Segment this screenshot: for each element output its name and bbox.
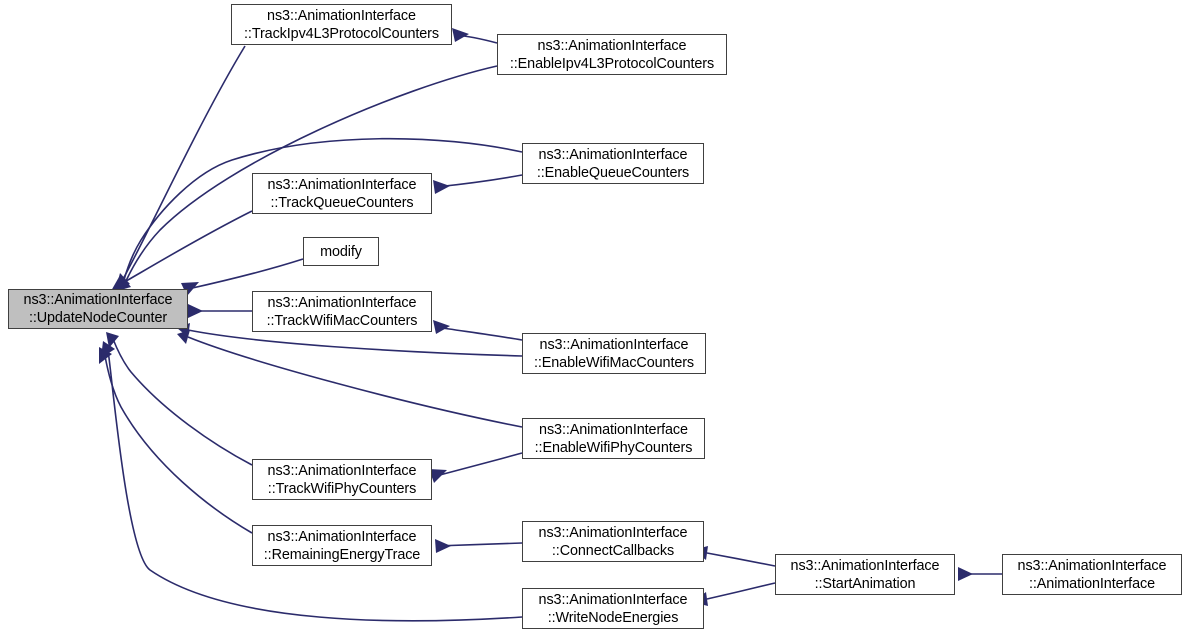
node-label-line2: ::EnableIpv4L3ProtocolCounters	[509, 55, 715, 72]
node-label-line1: ns3::AnimationInterface	[267, 528, 417, 545]
edge-trackqueue-to-update	[111, 210, 253, 291]
edge-enableipv4l3-to-trackipv4l3	[452, 28, 498, 44]
node-label-line1: ns3::AnimationInterface	[790, 557, 940, 574]
edge-startanimation-to-writenodeenergies	[692, 582, 776, 606]
node-animation-interface-ctor[interactable]: ns3::AnimationInterface ::AnimationInter…	[1002, 554, 1182, 595]
node-label-line1: ns3::AnimationInterface	[267, 7, 416, 24]
edge-connectcallbacks-to-remainingenergy	[435, 539, 523, 553]
node-track-queuecounters[interactable]: ns3::AnimationInterface ::TrackQueueCoun…	[252, 173, 432, 214]
node-track-ipv4l3protocolcounters[interactable]: ns3::AnimationInterface ::TrackIpv4L3Pro…	[231, 4, 452, 45]
node-label-line1: ns3::AnimationInterface	[538, 524, 688, 541]
node-enable-queuecounters[interactable]: ns3::AnimationInterface ::EnableQueueCou…	[522, 143, 704, 184]
node-label-line2: ::StartAnimation	[814, 575, 916, 592]
node-label-line1: ns3::AnimationInterface	[267, 462, 417, 479]
edge-startanimation-to-connectcallbacks	[693, 546, 776, 567]
node-label-line2: ::TrackWifiPhyCounters	[267, 480, 417, 497]
node-label-line1: modify	[320, 243, 362, 260]
node-remaining-energytrace[interactable]: ns3::AnimationInterface ::RemainingEnerg…	[252, 525, 432, 566]
node-enable-wifimaccounters[interactable]: ns3::AnimationInterface ::EnableWifiMacC…	[522, 333, 706, 374]
node-label-line2: ::EnableQueueCounters	[536, 164, 690, 181]
node-connect-callbacks[interactable]: ns3::AnimationInterface ::ConnectCallbac…	[522, 521, 704, 562]
edge-enablewifimac-to-trackwifimac	[433, 320, 523, 341]
node-label-line2: ::TrackQueueCounters	[270, 194, 414, 211]
node-label-line1: ns3::AnimationInterface	[539, 421, 688, 438]
node-label-line2: ::TrackWifiMacCounters	[266, 312, 418, 329]
node-label-line2: ::EnableWifiMacCounters	[533, 354, 695, 371]
node-label-line1: ns3::AnimationInterface	[537, 37, 687, 54]
edge-writenodeenergies-to-update	[101, 341, 523, 622]
node-start-animation[interactable]: ns3::AnimationInterface ::StartAnimation	[775, 554, 955, 595]
node-label-line1: ns3::AnimationInterface	[267, 294, 417, 311]
edge-enablewifiphy-to-update	[177, 330, 523, 428]
node-track-wifimaccounters[interactable]: ns3::AnimationInterface ::TrackWifiMacCo…	[252, 291, 432, 332]
edge-trackwifiphy-to-update	[106, 332, 253, 466]
node-label-line2: ::TrackIpv4L3ProtocolCounters	[244, 25, 439, 42]
node-enable-ipv4l3protocolcounters[interactable]: ns3::AnimationInterface ::EnableIpv4L3Pr…	[497, 34, 727, 75]
node-label-line1: ns3::AnimationInterface	[538, 591, 688, 608]
node-label-line1: ns3::AnimationInterface	[539, 336, 689, 353]
node-label-line1: ns3::AnimationInterface	[267, 176, 417, 193]
node-label-line1: ns3::AnimationInterface	[538, 146, 688, 163]
node-label-line1: ns3::AnimationInterface	[23, 292, 173, 308]
node-modify[interactable]: modify	[303, 237, 379, 266]
node-label-line2: ::ConnectCallbacks	[551, 542, 675, 559]
edge-animationinterface-to-startanimation	[958, 567, 1002, 581]
node-enable-wifiphycounters[interactable]: ns3::AnimationInterface ::EnableWifiPhyC…	[522, 418, 705, 459]
node-label-line2: ::RemainingEnergyTrace	[263, 546, 421, 563]
edge-enablewifiphy-to-trackwifiphy	[429, 452, 523, 483]
node-label-line2: ::AnimationInterface	[1029, 575, 1155, 592]
node-label-line2: ::WriteNodeEnergies	[547, 609, 679, 626]
node-label-line2: ::UpdateNodeCounter	[28, 310, 168, 326]
edge-trackwifimac-to-update	[188, 304, 252, 318]
edge-remainingenergy-to-update	[99, 347, 253, 534]
node-label-line1: ns3::AnimationInterface	[1017, 557, 1167, 574]
node-track-wifiphycounters[interactable]: ns3::AnimationInterface ::TrackWifiPhyCo…	[252, 459, 432, 500]
node-update-node-counter[interactable]: ns3::AnimationInterface ::UpdateNodeCoun…	[8, 289, 188, 329]
node-label-line2: ::EnableWifiPhyCounters	[534, 439, 693, 456]
node-write-nodeenergies[interactable]: ns3::AnimationInterface ::WriteNodeEnerg…	[522, 588, 704, 629]
edge-enablequeue-to-trackqueue	[433, 174, 523, 194]
